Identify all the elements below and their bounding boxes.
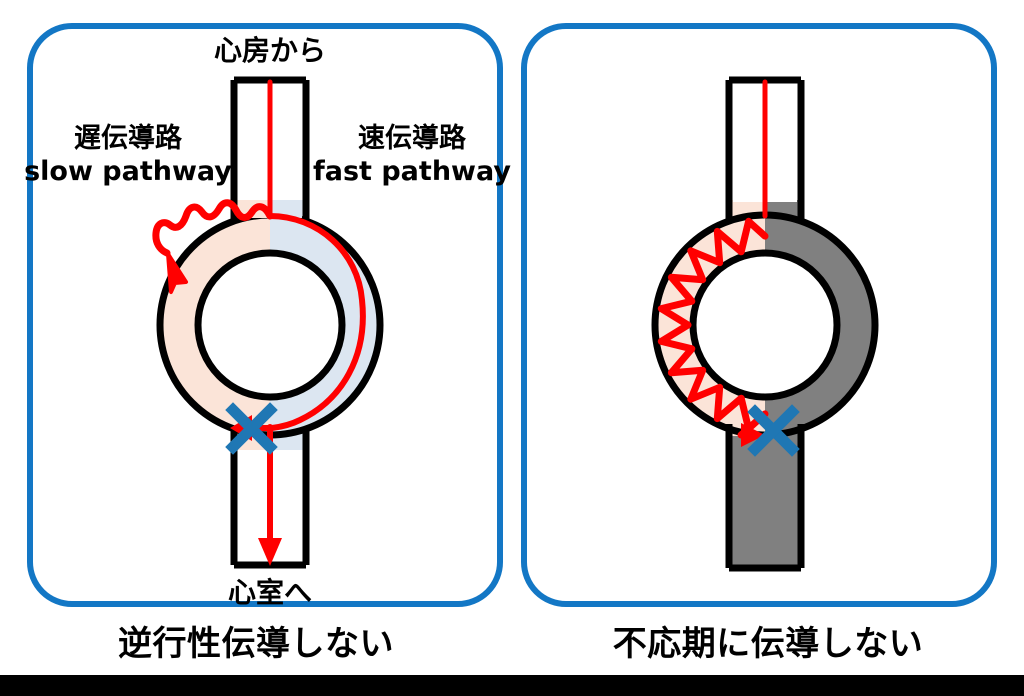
panel-right-refractory-block	[521, 23, 997, 607]
slow-pathway-region-left	[160, 215, 270, 435]
label-slow-pathway-en: slow pathway	[24, 156, 232, 187]
caption-left-panel: 逆行性伝導しない	[118, 624, 394, 664]
impulse-line-fast-pathway-left	[267, 213, 366, 431]
panel-left-retrograde-block: 心房から 心室へ 遅伝導路 slow pathway 速伝導路 fast pat…	[24, 23, 511, 609]
input-tube-walls-overlay-right	[725, 80, 805, 222]
conduction-block-x-left	[225, 402, 278, 455]
impulse-wave-slow-pathway-left	[152, 199, 274, 257]
block-x-stroke-b-left	[225, 402, 278, 455]
av-node-inner-circle-right	[689, 249, 841, 401]
impulse-arrowhead-ventricle-left	[258, 538, 282, 566]
conduction-block-x-right	[747, 404, 800, 457]
input-tube-walls-overlay-left	[230, 80, 310, 222]
bottom-black-bar	[0, 675, 1024, 696]
av-node-inner-circle-left	[194, 249, 346, 401]
refractory-fast-pathway-region-right	[765, 215, 875, 435]
caption-right-panel: 不応期に伝導しない	[612, 624, 924, 664]
output-tube-walls-overlay-right	[725, 424, 805, 568]
block-x-stroke-b-right	[747, 404, 800, 457]
slow-pathway-region-right	[655, 215, 765, 435]
label-from-atrium-left: 心房から	[214, 34, 326, 67]
impulse-wave-slow-pathway-visible-right	[657, 217, 769, 439]
label-fast-pathway-en: fast pathway	[313, 156, 511, 187]
label-slow-pathway-jp: 遅伝導路	[74, 122, 183, 154]
impulse-arrowhead-block-right	[741, 423, 765, 447]
label-to-ventricle-left: 心室へ	[228, 576, 312, 609]
label-fast-pathway-jp: 速伝導路	[358, 122, 467, 154]
impulse-arrowhead-slow-left	[166, 252, 188, 294]
